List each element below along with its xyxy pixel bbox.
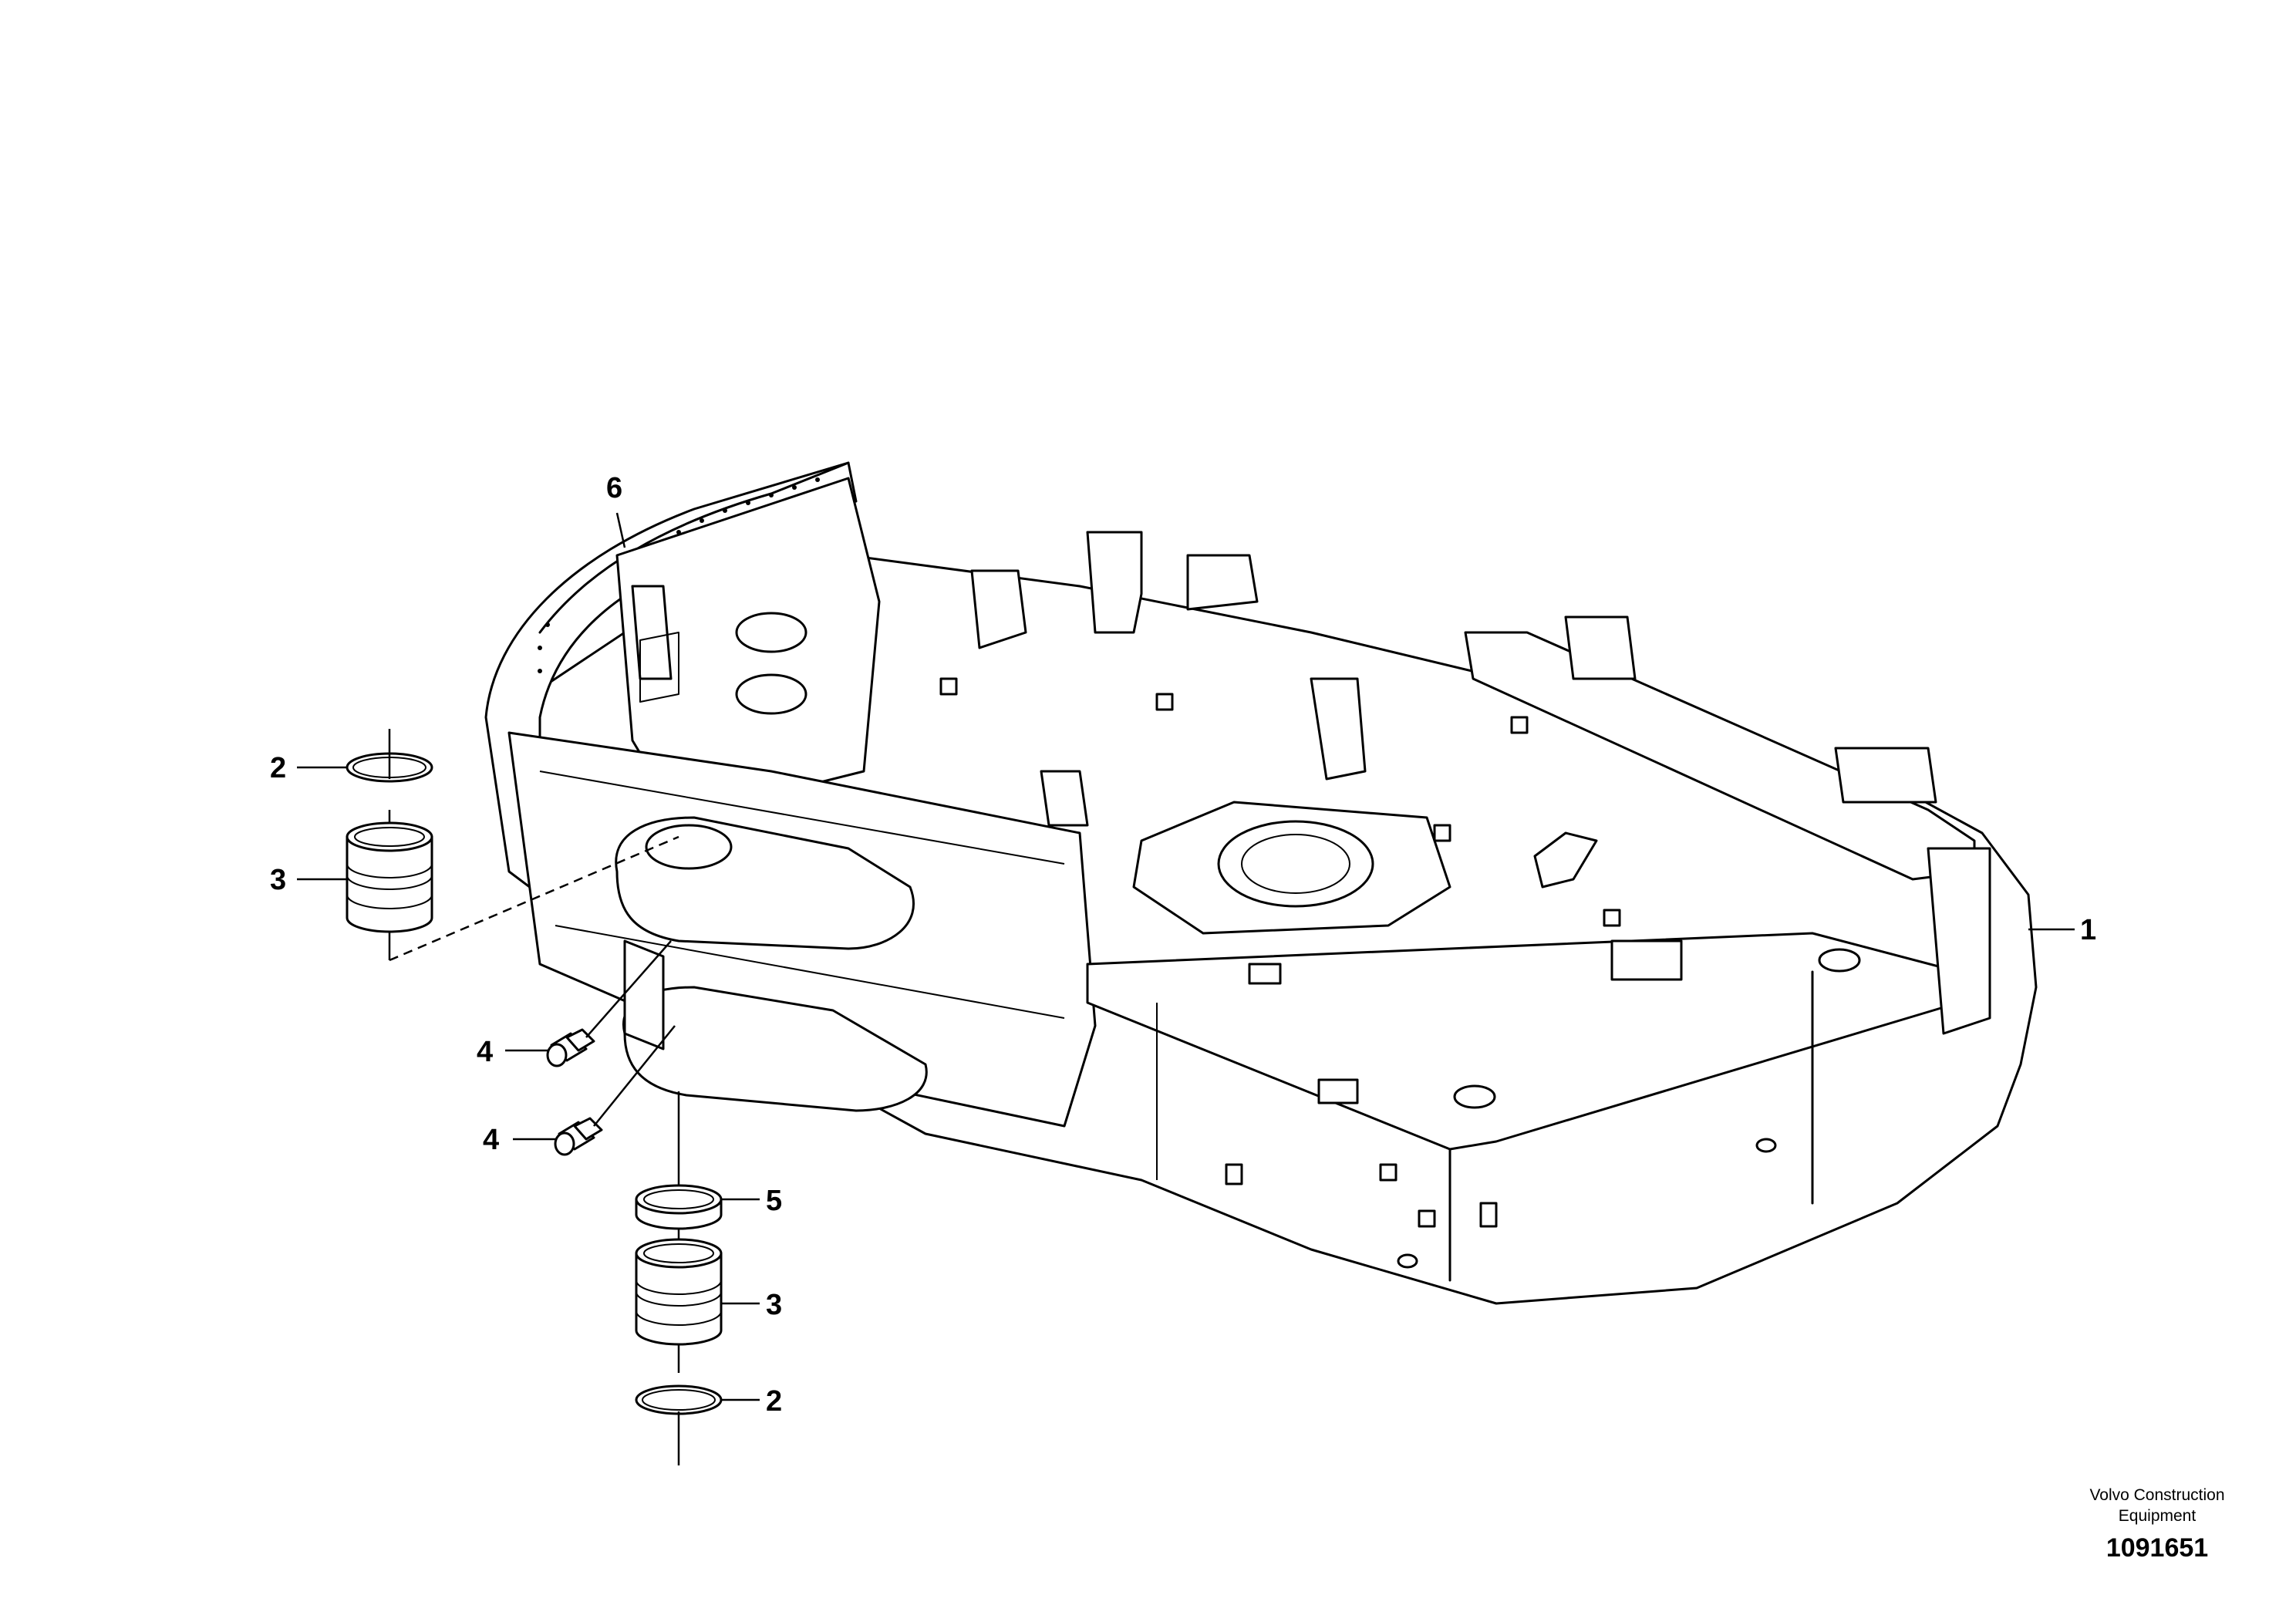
grease-nipple-top (546, 1028, 595, 1067)
bushing-top (346, 821, 433, 933)
assembly-dashed-line (389, 835, 679, 962)
callout-1: 1 (2080, 914, 2096, 946)
callout-5: 5 (766, 1185, 782, 1217)
cross-frame-right (1086, 932, 1961, 1151)
bracket-5 (1040, 770, 1089, 827)
swing-bracket-bore (645, 824, 733, 870)
bracket-1 (1086, 531, 1143, 634)
credit-line-2: Equipment (2119, 1507, 2197, 1525)
callout-leaders (297, 512, 2075, 1401)
callout-4-top: 4 (477, 1036, 493, 1068)
callout-4-bottom: 4 (483, 1124, 499, 1156)
callout-3-bottom: 3 (766, 1289, 782, 1321)
o-ring-bottom (635, 1384, 723, 1415)
callout-6: 6 (606, 472, 622, 504)
thrust-washer (635, 1184, 723, 1230)
bracket-3 (970, 569, 1027, 649)
credit-block: Volvo Construction Equipment 1091651 (2089, 1486, 2224, 1563)
credit-line-1: Volvo Construction (2089, 1486, 2224, 1504)
callout-2-top: 2 (270, 752, 286, 784)
document-number: 1091651 (2106, 1533, 2208, 1563)
mount-boss-1 (1818, 948, 1861, 973)
exploded-parts (346, 729, 723, 1465)
callouts: 1 2 3 4 4 5 3 2 6 (270, 472, 2096, 1418)
callout-2-bottom: 2 (766, 1385, 782, 1418)
bracket-2 (1186, 554, 1259, 611)
upper-frame (484, 461, 2038, 1305)
bracket-4 (1310, 677, 1367, 781)
bolt-holes (538, 477, 820, 673)
callout-3-top: 3 (270, 864, 286, 896)
mount-boss-2 (1453, 1084, 1496, 1109)
bushing-bottom (635, 1238, 723, 1346)
